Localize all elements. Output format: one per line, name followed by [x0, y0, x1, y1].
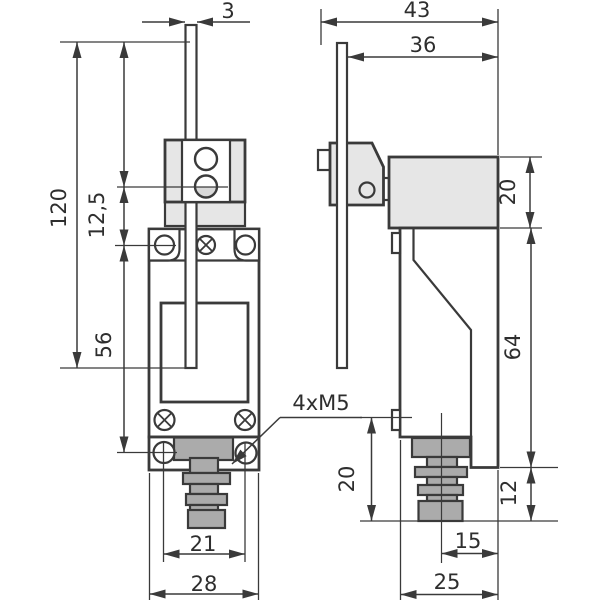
- head-side-tab: [316, 148, 332, 172]
- body-side-profile: [398, 226, 500, 469]
- dim-label-rod-width: 3: [221, 0, 234, 23]
- cover-screw-cross: [156, 412, 173, 428]
- body-side-tab-upper: [390, 231, 402, 255]
- head-adjust-hole-top-outline: [193, 146, 219, 172]
- dim-label-head-width: 36: [410, 33, 437, 57]
- dim-label-body-upper: 56: [92, 332, 116, 359]
- head-adjust-hole-top: [195, 148, 217, 170]
- side-view: [316, 41, 500, 563]
- dim-label-side-overall: 43: [404, 0, 431, 22]
- dim-label-body-depth: 25: [434, 570, 461, 594]
- dim-label-body-height: 64: [501, 334, 525, 361]
- plunger-bellows-segment: [181, 471, 232, 486]
- plunger-tip-side: [417, 499, 464, 523]
- cover-window: [159, 301, 250, 404]
- dim-label-plunger-section: 20: [335, 466, 359, 493]
- plunger-tip: [186, 508, 227, 530]
- head-fixing-screw-cross: [198, 237, 214, 253]
- plunger-bellows-segment: [188, 456, 220, 475]
- plunger-bellows-segment: [188, 482, 220, 496]
- plunger-bellows-segment-side: [416, 483, 465, 497]
- plunger-base-block: [172, 436, 235, 462]
- dim-label-mounting-holes: 4xM5: [292, 391, 349, 415]
- head-clamp-band: [163, 200, 247, 228]
- plunger-bellows-segment: [184, 492, 229, 507]
- leader-arrow-mounting-holes: [231, 416, 281, 465]
- dim-label-lever-length: 120: [47, 188, 71, 228]
- head-side-housing: [387, 155, 500, 230]
- mount-hole-bottom-right: [234, 441, 258, 465]
- cover-screw-cross: [237, 412, 253, 428]
- body-side-tab-lower: [390, 408, 402, 432]
- dim-label-body-width: 28: [191, 572, 218, 596]
- dim-label-axis-to-back: 15: [455, 529, 482, 553]
- dimension-layer: 3 120 12,5 56 21 28 4xM5 43 36: [47, 0, 558, 600]
- screw-hole-top-right: [234, 234, 257, 256]
- lever-blade-side: [335, 41, 349, 370]
- dim-label-head-offset: 12,5: [85, 192, 109, 239]
- dim-label-flange-height: 12: [497, 480, 521, 507]
- head-pivot-hole: [358, 181, 376, 199]
- dim-label-hole-spacing: 21: [190, 532, 217, 556]
- dim-label-head-height: 20: [496, 179, 520, 206]
- body-side-front-contour: [412, 228, 473, 437]
- front-view: [147, 23, 261, 530]
